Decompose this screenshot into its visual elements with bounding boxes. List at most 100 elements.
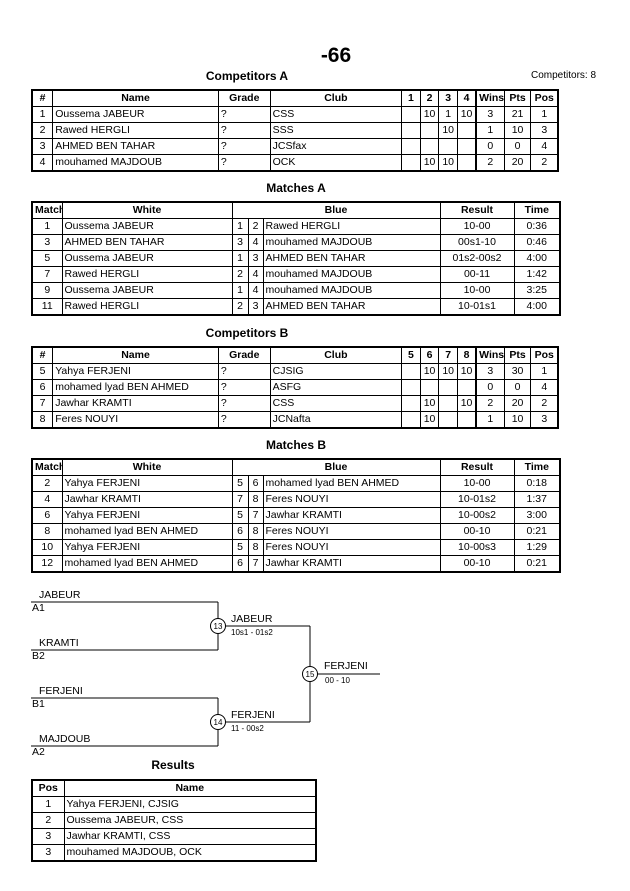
pool-b-table: # Name Grade Club 5 6 7 8 Wins Pts Pos 5… — [31, 346, 559, 429]
semi2-winner: FERJENI — [231, 709, 275, 721]
table-cell: 10 — [438, 122, 458, 139]
table-cell — [438, 379, 458, 396]
table-cell — [438, 138, 458, 155]
table-cell: 1 — [475, 411, 505, 429]
table-cell: ? — [217, 411, 271, 429]
table-cell: Rawed HERGLI — [61, 266, 233, 283]
table-cell — [401, 395, 421, 412]
table-cell: AHMED BEN TAHAR — [61, 234, 233, 251]
col-header: Name — [52, 346, 219, 364]
table-cell — [457, 122, 477, 139]
table-cell: 10-00 — [439, 218, 515, 235]
table-cell — [457, 379, 477, 396]
table-cell: 10 — [457, 106, 477, 123]
table-cell: CSS — [269, 106, 403, 123]
col-header: White — [61, 458, 233, 476]
col-header: 6 — [419, 346, 440, 364]
table-cell: 1:42 — [513, 266, 561, 283]
table-cell: Rawed HERGLI — [262, 218, 441, 235]
table-cell: JCNafta — [269, 411, 403, 429]
table-cell: CJSIG — [269, 363, 403, 380]
table-cell: OCK — [269, 154, 403, 172]
table-cell: ? — [217, 138, 271, 155]
table-cell: Jawhar KRAMTI — [61, 491, 233, 508]
pool-a-table: # Name Grade Club 1 2 3 4 Wins Pts Pos 1… — [31, 89, 559, 172]
table-cell: 1 — [231, 282, 249, 299]
col-header: Pts — [503, 89, 532, 107]
table-cell — [419, 122, 440, 139]
semi2-top-seed: B1 — [32, 698, 45, 710]
table-cell: 4:00 — [513, 298, 561, 316]
table-cell: Rawed HERGLI — [52, 122, 219, 139]
table-cell: Yahya FERJENI — [61, 507, 233, 524]
table-cell: 2 — [31, 122, 54, 139]
table-cell: 2 — [31, 475, 63, 492]
table-cell: 5 — [231, 507, 249, 524]
table-cell: 10 — [503, 122, 532, 139]
table-cell: AHMED BEN TAHAR — [52, 138, 219, 155]
table-cell — [401, 106, 421, 123]
table-cell: 8 — [247, 523, 264, 540]
table-cell: 0 — [503, 138, 532, 155]
table-cell: 1:29 — [513, 539, 561, 556]
semi2-top-name: FERJENI — [39, 685, 83, 697]
table-cell: 3 — [247, 298, 264, 316]
table-cell: 8 — [247, 491, 264, 508]
table-cell: 20 — [503, 395, 532, 412]
table-cell: 6 — [247, 475, 264, 492]
semi2-bottom-name: MAJDOUB — [39, 733, 90, 745]
competitors-count: Competitors: 8 — [531, 70, 597, 81]
page-title: -66 — [320, 44, 352, 67]
table-cell: ASFG — [269, 379, 403, 396]
table-cell: mouhamed MAJDOUB — [262, 266, 441, 283]
table-cell: 2 — [231, 266, 249, 283]
semi2-bottom-seed: A2 — [32, 746, 45, 758]
match-13-number: 13 — [214, 622, 223, 631]
table-cell: 2 — [475, 154, 505, 172]
table-cell: 10 — [419, 154, 440, 172]
table-cell — [457, 138, 477, 155]
pool-a-header: # Name Grade Club 1 2 3 4 Wins Pts Pos — [31, 89, 559, 107]
table-cell: 2 — [31, 812, 65, 829]
table-cell: Feres NOUYI — [262, 539, 441, 556]
table-cell — [401, 122, 421, 139]
table-cell: 30 — [503, 363, 532, 380]
table-cell: 5 — [31, 363, 54, 380]
table-cell: 11 — [31, 298, 63, 316]
match-14-circle — [210, 714, 226, 730]
table-cell: 10-00s2 — [439, 507, 515, 524]
table-cell: 10-01s2 — [439, 491, 515, 508]
table-cell: 2 — [530, 154, 559, 172]
table-cell: 10 — [419, 106, 440, 123]
matches-b-heading: Matches B — [265, 438, 327, 452]
table-cell: Jawhar KRAMTI, CSS — [63, 828, 317, 845]
table-cell: 10-00s3 — [439, 539, 515, 556]
table-cell: 1 — [31, 218, 63, 235]
table-cell: 4 — [530, 138, 559, 155]
col-header: Pos — [530, 346, 559, 364]
table-cell: 3 — [530, 411, 559, 429]
table-cell: 3:00 — [513, 507, 561, 524]
table-cell: 4 — [530, 379, 559, 396]
table-cell: mohamed lyad BEN AHMED — [61, 555, 233, 573]
table-cell: 4 — [247, 282, 264, 299]
table-cell — [438, 411, 458, 429]
col-header: 8 — [457, 346, 477, 364]
match-13-circle — [210, 618, 226, 634]
table-cell: Feres NOUYI — [262, 523, 441, 540]
table-cell: mouhamed MAJDOUB — [52, 154, 219, 172]
table-cell: 0:36 — [513, 218, 561, 235]
col-header: Result — [439, 201, 515, 219]
table-cell — [457, 411, 477, 429]
table-cell: 10 — [503, 411, 532, 429]
table-cell: AHMED BEN TAHAR — [262, 250, 441, 267]
